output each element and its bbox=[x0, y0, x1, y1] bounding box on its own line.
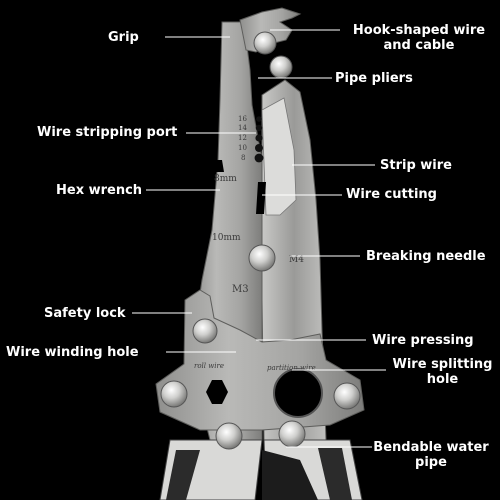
rivet-top bbox=[253, 31, 277, 55]
label-wire-cutting: Wire cutting bbox=[346, 187, 437, 202]
hex-8mm-marking: 8mm bbox=[214, 174, 237, 184]
label-strip-wire: Strip wire bbox=[380, 158, 452, 173]
left-handle-stripe bbox=[166, 450, 200, 500]
rivet-lower-right bbox=[333, 382, 361, 410]
label-wire-stripping-port: Wire stripping port bbox=[37, 125, 178, 140]
label-hex-wrench: Hex wrench bbox=[56, 183, 143, 198]
rivet-handle-right bbox=[278, 420, 306, 448]
label-safety-lock: Safety lock bbox=[44, 306, 126, 321]
label-wire-splitting-hole: Wire splitting hole bbox=[392, 357, 493, 387]
hex-wrench-notch bbox=[212, 160, 224, 172]
label-breaking-needle: Breaking needle bbox=[366, 249, 486, 264]
blade-edge bbox=[261, 97, 297, 216]
rivet-center bbox=[248, 244, 276, 272]
rivet-lower-left bbox=[160, 380, 188, 408]
label-wire-pressing: Wire pressing bbox=[372, 333, 474, 348]
splitting-hole bbox=[273, 368, 323, 418]
label-bendable-water-pipe: Bendable water pipe bbox=[373, 440, 489, 470]
wire-cutting-notch bbox=[256, 182, 266, 214]
stripping-holes bbox=[254, 116, 264, 163]
m3-marking: M3 bbox=[232, 284, 249, 295]
gauge-12: 12 bbox=[238, 134, 247, 142]
rivet-lock bbox=[192, 318, 218, 344]
label-pipe-pliers: Pipe pliers bbox=[335, 71, 413, 86]
right-handle-stripe bbox=[318, 448, 352, 500]
label-grip: Grip bbox=[108, 30, 139, 45]
pipe-jaw bbox=[262, 450, 318, 500]
partition-wire-marking: partition wire bbox=[267, 364, 316, 372]
rivet-pipe bbox=[269, 55, 293, 79]
gauge-markings: 16 14 12 10 8 bbox=[238, 115, 247, 162]
gauge-14: 14 bbox=[238, 124, 247, 132]
winding-cutout bbox=[206, 380, 228, 404]
leader-lines bbox=[132, 29, 386, 448]
gauge-8: 8 bbox=[241, 154, 245, 162]
m4-marking: M4 bbox=[289, 255, 304, 265]
rivet-handle-left bbox=[215, 422, 243, 450]
hex-10mm-marking: 10mm bbox=[212, 233, 241, 243]
label-wire-winding-hole: Wire winding hole bbox=[6, 345, 139, 360]
roll-wire-marking: roll wire bbox=[194, 362, 224, 370]
gauge-16: 16 bbox=[238, 115, 247, 123]
label-hook-shaped-wire: Hook-shaped wire and cable bbox=[352, 23, 486, 53]
gauge-10: 10 bbox=[238, 144, 247, 152]
